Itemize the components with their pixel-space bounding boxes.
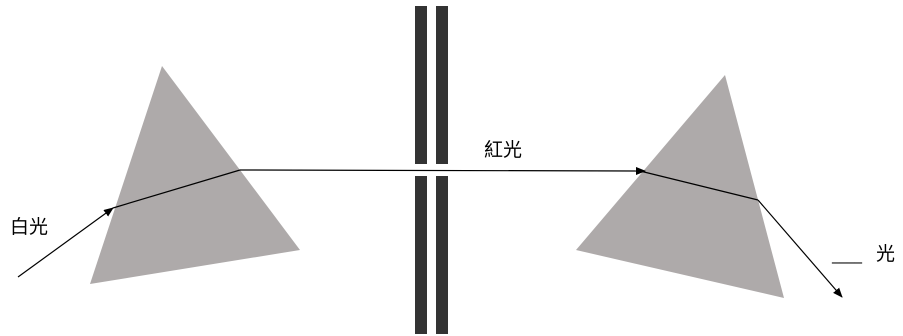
- slit-bar-top-right: [436, 6, 448, 164]
- refracted-ray-left-prism: [112, 169, 241, 209]
- outgoing-light-label: 光: [876, 243, 895, 265]
- middle-light-label: 紅光: [484, 139, 522, 161]
- right-prism: [576, 75, 784, 298]
- slit-bar-bottom-left: [415, 176, 427, 334]
- answer-blank: ____: [831, 246, 863, 265]
- incoming-white-ray: [17, 207, 114, 278]
- incoming-light-label: 白光: [10, 216, 48, 238]
- slit-barrier: [415, 6, 448, 334]
- slit-bar-bottom-right: [436, 176, 448, 334]
- slit-bar-top-left: [415, 6, 427, 164]
- left-prism: [90, 66, 300, 284]
- refracted-ray-right-prism: [639, 170, 759, 201]
- outgoing-ray: [757, 199, 843, 298]
- red-light-ray: [239, 166, 646, 175]
